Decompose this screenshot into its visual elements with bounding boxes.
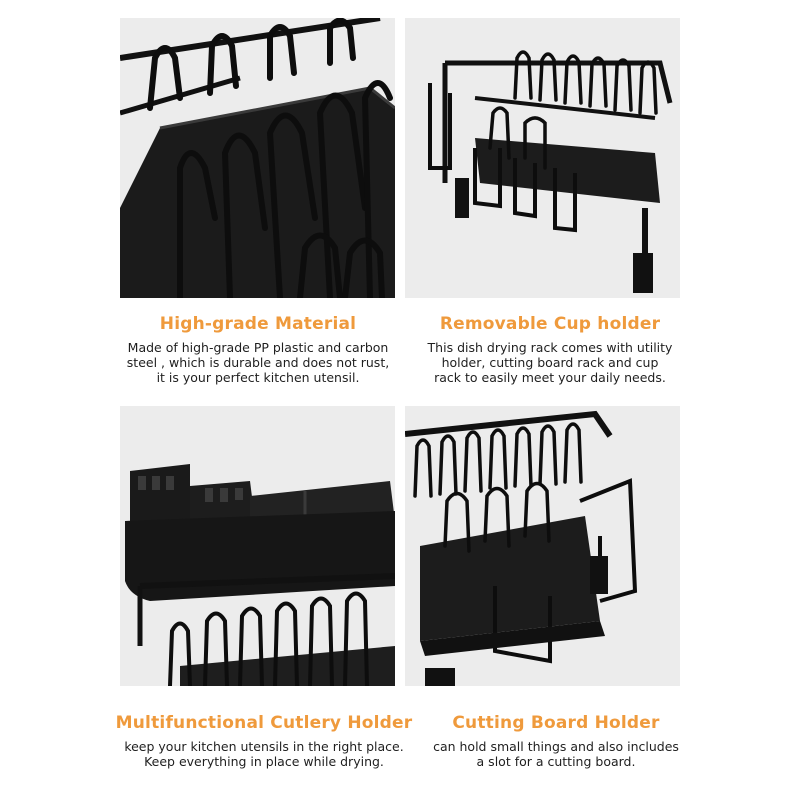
feature-removable-cup-holder: Removable Cup holder This dish drying ra… bbox=[400, 314, 700, 385]
description-line: it is your perfect kitchen utensil. bbox=[156, 370, 360, 385]
photo-cup-holder bbox=[405, 18, 680, 298]
description-line: Keep everything in place while drying. bbox=[144, 754, 384, 769]
description-line: steel , which is durable and does not ru… bbox=[126, 355, 390, 370]
feature-title: Removable Cup holder bbox=[439, 314, 661, 334]
description-line: rack to easily meet your daily needs. bbox=[434, 370, 666, 385]
photo-cutlery-holder bbox=[120, 406, 395, 686]
feature-description: keep your kitchen utensils in the right … bbox=[114, 739, 414, 769]
description-line: keep your kitchen utensils in the right … bbox=[124, 739, 404, 754]
description-line: can hold small things and also includes bbox=[433, 739, 679, 754]
cutting-board-holder-illustration bbox=[405, 406, 680, 686]
feature-title: Multifunctional Cutlery Holder bbox=[115, 713, 413, 733]
feature-title: High-grade Material bbox=[159, 314, 357, 334]
feature-title: Cutting Board Holder bbox=[452, 713, 660, 733]
photo-cutting-board-holder bbox=[405, 406, 680, 686]
feature-cutting-board-holder: Cutting Board Holder can hold small thin… bbox=[406, 713, 706, 769]
cutlery-holder-illustration bbox=[120, 406, 395, 686]
feature-description: can hold small things and also includes … bbox=[406, 739, 706, 769]
feature-high-grade-material: High-grade Material Made of high-grade P… bbox=[108, 314, 408, 385]
feature-description: This dish drying rack comes with utility… bbox=[400, 340, 700, 385]
feature-cutlery-holder: Multifunctional Cutlery Holder keep your… bbox=[114, 713, 414, 769]
cup-holder-illustration bbox=[405, 18, 680, 298]
description-line: This dish drying rack comes with utility bbox=[427, 340, 673, 355]
photo-rack-closeup bbox=[120, 18, 395, 298]
description-line: holder, cutting board rack and cup bbox=[441, 355, 659, 370]
description-line: Made of high-grade PP plastic and carbon bbox=[127, 340, 389, 355]
rack-closeup-illustration bbox=[120, 18, 395, 298]
feature-description: Made of high-grade PP plastic and carbon… bbox=[108, 340, 408, 385]
description-line: a slot for a cutting board. bbox=[476, 754, 636, 769]
